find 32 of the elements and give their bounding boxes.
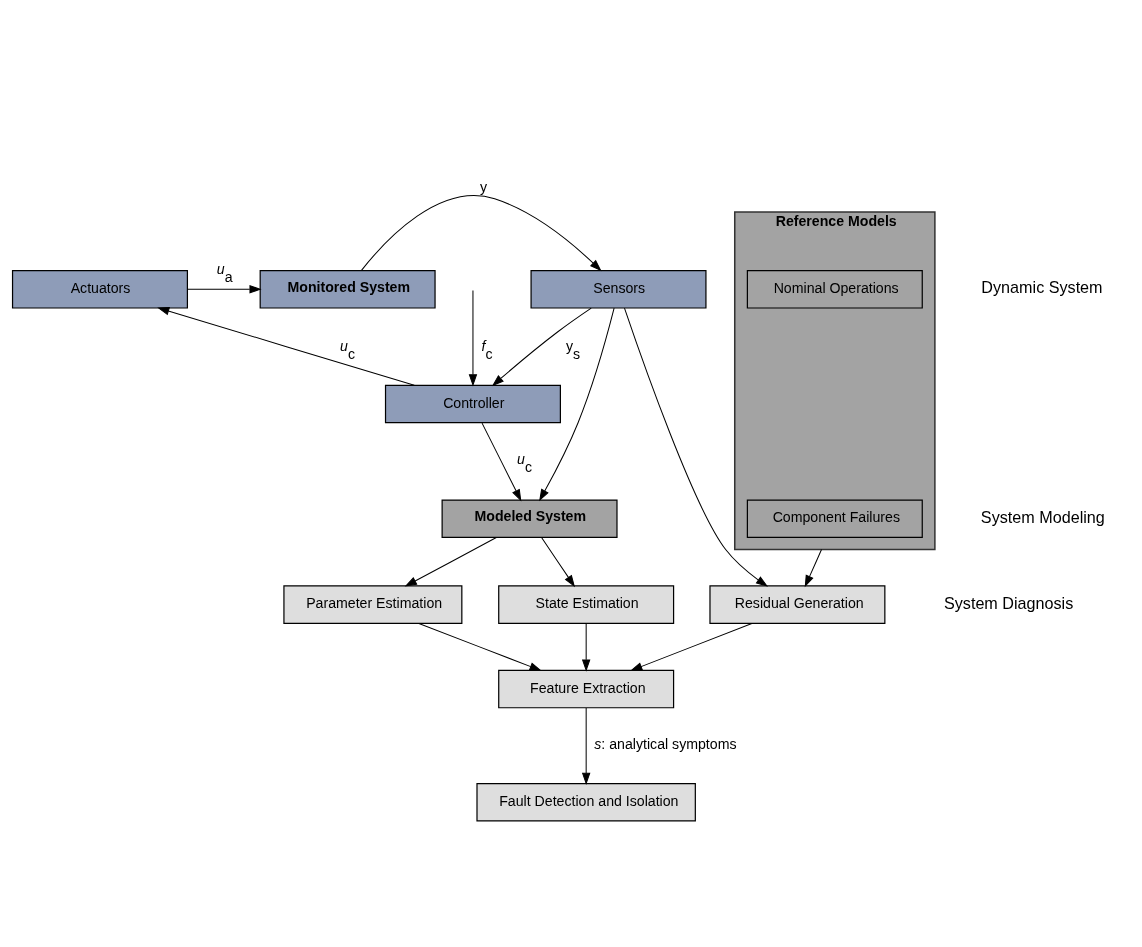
arrow xyxy=(623,307,769,587)
arrow xyxy=(541,537,576,588)
node-box: Controller xyxy=(384,384,561,424)
arrow xyxy=(361,195,602,272)
node-box: Component Failures xyxy=(746,499,923,539)
edge-label: s: analytical symptoms xyxy=(594,735,737,752)
node-box: Residual Generation xyxy=(709,585,886,624)
arrow xyxy=(804,549,823,588)
node-box: Modeled System xyxy=(441,499,618,539)
node-box: Nominal Operations xyxy=(746,270,923,309)
arrow xyxy=(581,707,591,785)
arrow xyxy=(187,285,262,294)
node-box: Sensors xyxy=(530,270,707,309)
node-box: Actuators xyxy=(11,270,188,309)
node-box: State Estimation xyxy=(498,585,675,624)
arrow xyxy=(581,623,591,672)
edge-label: y xyxy=(480,179,488,196)
label: System Diagnosis xyxy=(943,593,1074,612)
arrow xyxy=(404,537,497,587)
arrow xyxy=(418,622,542,671)
node-box: Monitored System xyxy=(259,270,436,309)
arrow xyxy=(539,307,615,502)
arrow xyxy=(491,307,592,387)
arrow xyxy=(157,307,415,386)
arrow xyxy=(481,422,522,502)
label: Dynamic System xyxy=(981,278,1103,297)
arrow xyxy=(630,622,753,671)
label: System Modeling xyxy=(980,507,1105,526)
node-box: Parameter Estimation xyxy=(283,585,463,624)
node-box: Fault Detection and Isolation xyxy=(476,782,696,822)
arrow xyxy=(468,289,478,387)
node-box: Feature Extraction xyxy=(498,669,675,709)
